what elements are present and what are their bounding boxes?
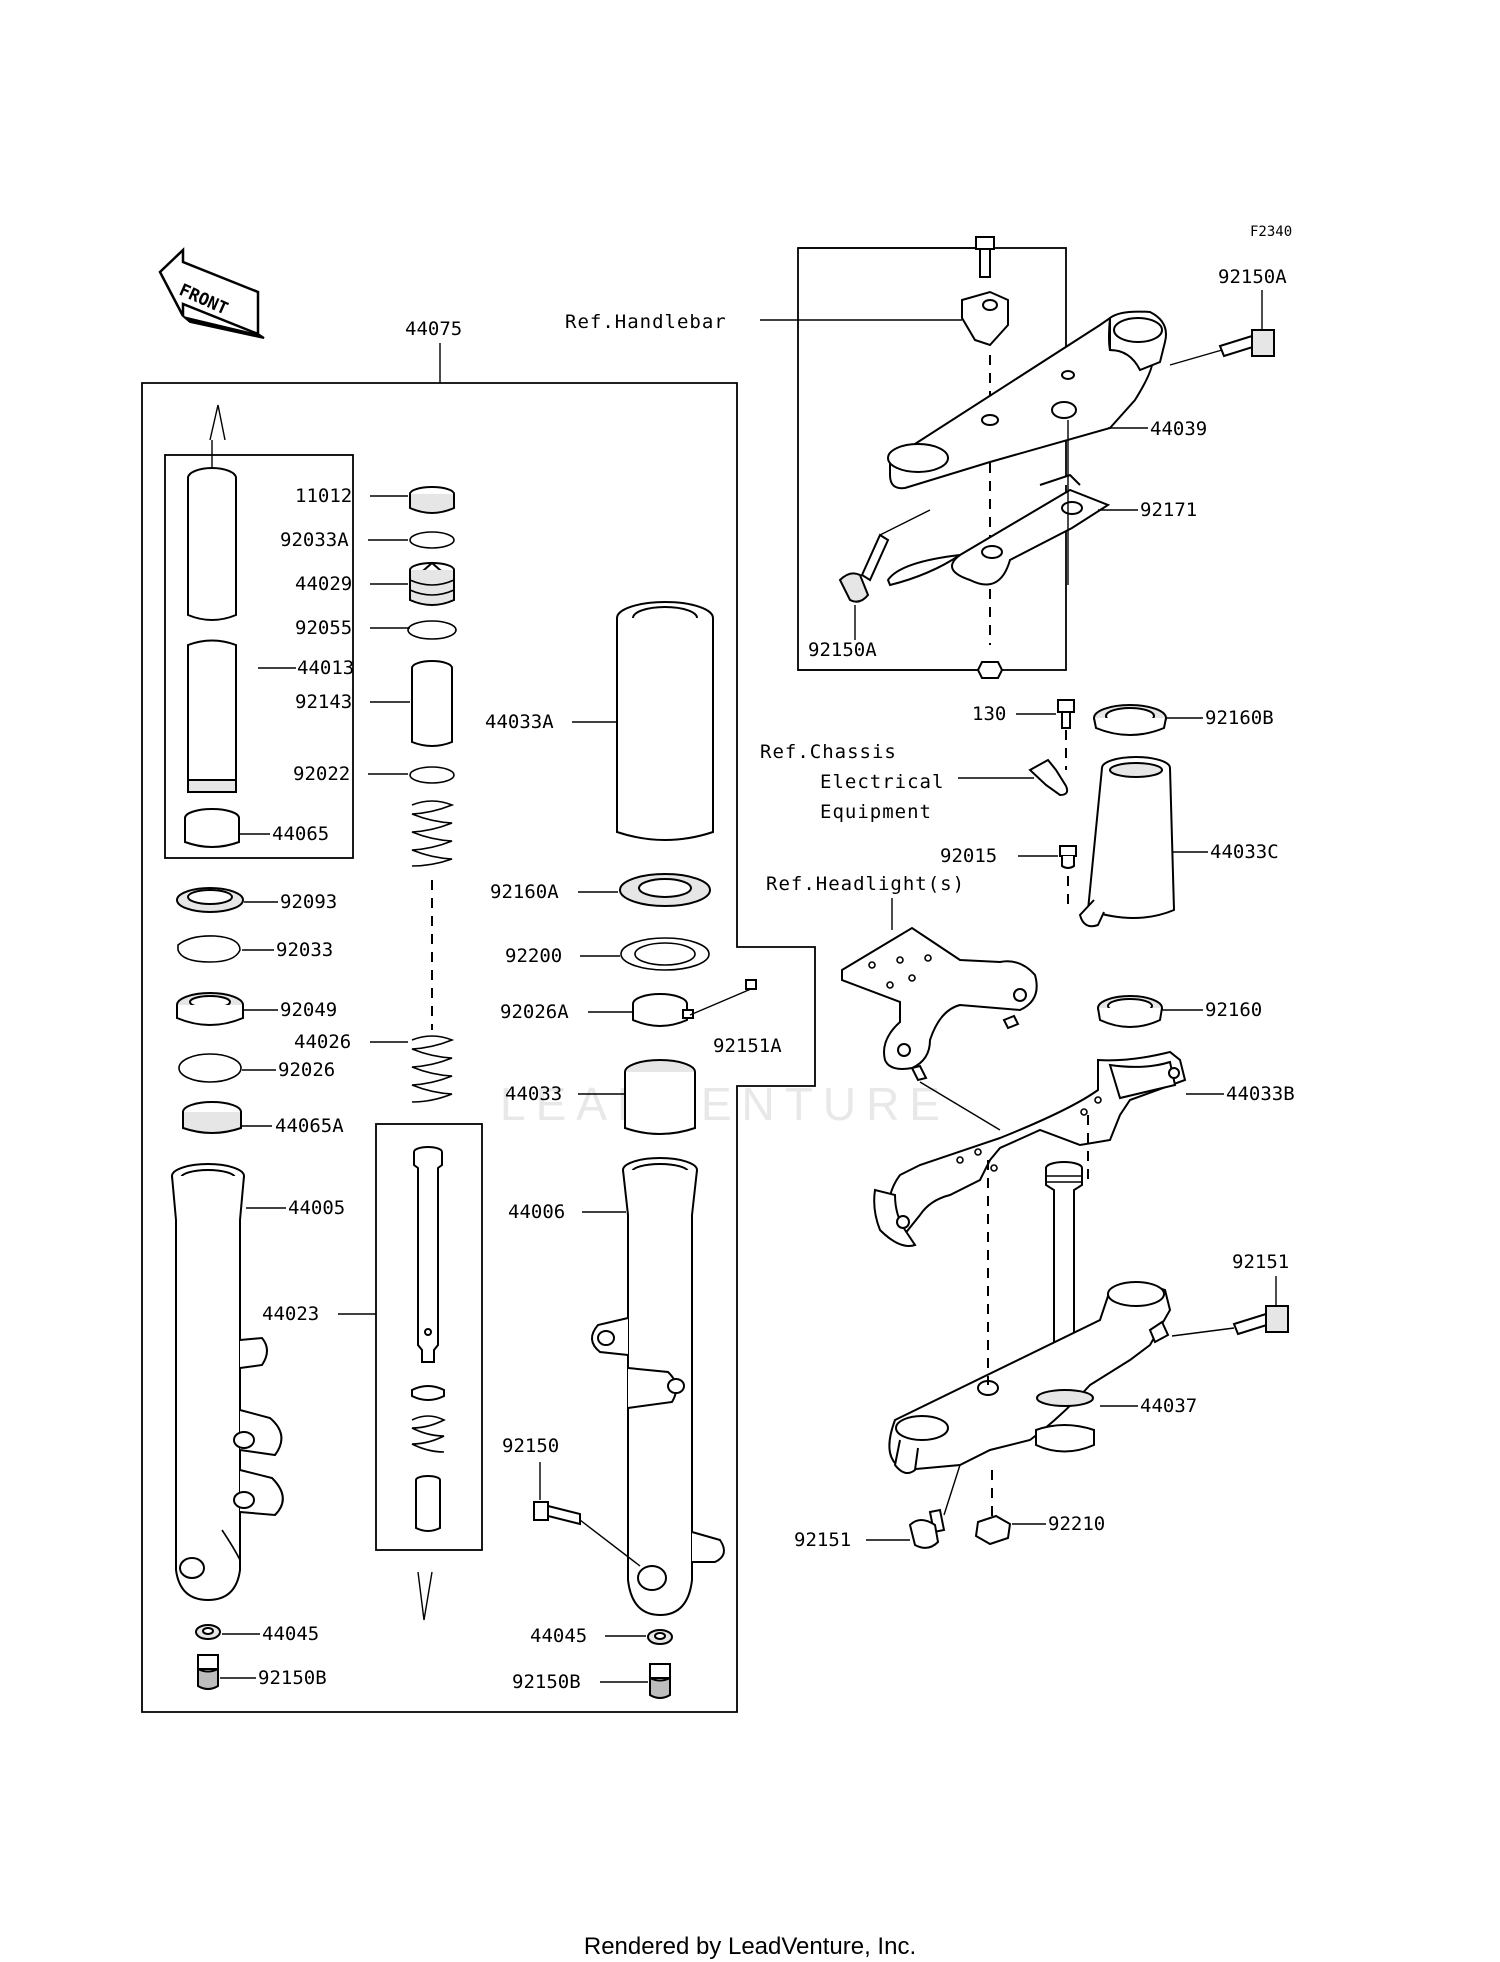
label-92151-bottom: 92151	[794, 1529, 851, 1551]
label-44037: 44037	[1140, 1395, 1197, 1417]
part-chassis-clip	[1028, 758, 1069, 797]
label-92022: 92022	[293, 763, 350, 785]
label-92150A-top: 92150A	[1218, 266, 1287, 288]
part-44033C	[1078, 756, 1176, 928]
label-92210: 92210	[1048, 1513, 1105, 1535]
label-130: 130	[972, 703, 1006, 725]
ref-chassis-line3: Equipment	[820, 801, 932, 823]
part-92151A	[689, 979, 757, 1016]
part-handlebar-bolt	[975, 236, 995, 278]
ref-headlight: Ref.Headlight(s)	[766, 873, 965, 895]
label-92033: 92033	[276, 939, 333, 961]
part-92026	[178, 1053, 242, 1083]
part-92151-bottom	[908, 1508, 946, 1549]
label-44065A: 44065A	[275, 1115, 344, 1137]
part-92151-top	[1232, 1305, 1289, 1336]
label-92151A: 92151A	[713, 1035, 782, 1057]
part-headlight-bracket	[841, 926, 1038, 1082]
label-11012: 11012	[295, 485, 352, 507]
part-44039	[887, 310, 1167, 490]
label-92160A: 92160A	[490, 881, 559, 903]
part-130	[1057, 699, 1075, 729]
label-44033A: 44033A	[485, 711, 554, 733]
label-92143: 92143	[295, 691, 352, 713]
ref-chassis-line2: Electrical	[820, 771, 944, 793]
label-44045-left: 44045	[262, 1623, 319, 1645]
label-92026: 92026	[278, 1059, 335, 1081]
label-44065: 44065	[272, 823, 329, 845]
part-44023	[411, 1146, 446, 1532]
part-92033A	[409, 531, 455, 549]
part-44065A	[182, 1101, 242, 1134]
part-92026A	[632, 993, 694, 1027]
damper-frame	[375, 1123, 483, 1551]
diagram-code: F2340	[1250, 224, 1292, 240]
label-44005: 44005	[288, 1197, 345, 1219]
part-92022	[409, 766, 455, 784]
part-92150B-left	[197, 1654, 219, 1690]
label-44033C: 44033C	[1210, 841, 1279, 863]
part-11012	[409, 486, 455, 514]
part-44033B	[873, 1050, 1187, 1247]
part-92033	[177, 935, 241, 963]
ref-handlebar: Ref.Handlebar	[565, 311, 727, 333]
label-92171: 92171	[1140, 499, 1197, 521]
label-44013: 44013	[297, 657, 354, 679]
part-handlebar-clamp	[961, 290, 1009, 347]
label-92033A: 92033A	[280, 529, 349, 551]
part-nut-top	[976, 661, 1004, 679]
part-44006	[591, 1157, 725, 1617]
label-92150A-bottom: 92150A	[808, 639, 877, 661]
part-92150	[533, 1501, 641, 1567]
inner-tube-frame	[164, 454, 354, 859]
label-92150B-right: 92150B	[512, 1671, 581, 1693]
label-44029: 44029	[295, 573, 352, 595]
part-92160B	[1093, 704, 1167, 736]
watermark-text: LEADVENTURE	[500, 1078, 950, 1130]
label-44006: 44006	[508, 1201, 565, 1223]
part-92150B-right	[649, 1663, 671, 1699]
label-92049: 92049	[280, 999, 337, 1021]
label-92200: 92200	[505, 945, 562, 967]
label-92026A: 92026A	[500, 1001, 569, 1023]
label-44026: 44026	[294, 1031, 351, 1053]
ref-chassis-line1: Ref.Chassis	[760, 741, 897, 763]
part-92015	[1059, 845, 1077, 869]
label-92015: 92015	[940, 845, 997, 867]
part-92150A-top	[1218, 329, 1275, 358]
footer-credit: Rendered by LeadVenture, Inc.	[583, 1933, 917, 1960]
label-44033B: 44033B	[1226, 1083, 1295, 1105]
part-92049	[176, 992, 244, 1026]
label-92150: 92150	[502, 1435, 559, 1457]
label-44075: 44075	[405, 318, 462, 340]
label-44023: 44023	[262, 1303, 319, 1325]
label-92093: 92093	[280, 891, 337, 913]
part-92171	[886, 473, 1111, 587]
front-arrow-icon: FRONT	[158, 247, 265, 339]
label-44033: 44033	[505, 1083, 562, 1105]
label-92055: 92055	[295, 617, 352, 639]
label-92151-top: 92151	[1232, 1251, 1289, 1273]
part-44037	[888, 1161, 1172, 1475]
label-44045-right: 44045	[530, 1625, 587, 1647]
part-92160A	[619, 873, 711, 907]
part-92210	[974, 1514, 1012, 1546]
label-92160B: 92160B	[1205, 707, 1274, 729]
part-44033	[624, 1059, 696, 1135]
label-44039: 44039	[1150, 418, 1207, 440]
label-92160: 92160	[1205, 999, 1262, 1021]
part-44033A	[616, 601, 714, 841]
part-92143	[411, 660, 453, 747]
part-92160	[1097, 995, 1163, 1028]
part-44005	[171, 1163, 284, 1602]
fork-assembly-frame	[141, 382, 816, 1713]
part-92093	[176, 887, 244, 913]
part-92055	[407, 620, 457, 640]
part-44026	[411, 800, 455, 1103]
part-44029	[409, 561, 455, 606]
part-92200	[620, 937, 710, 971]
part-92150A-bottom	[838, 533, 890, 603]
label-92150B-left: 92150B	[258, 1667, 327, 1689]
